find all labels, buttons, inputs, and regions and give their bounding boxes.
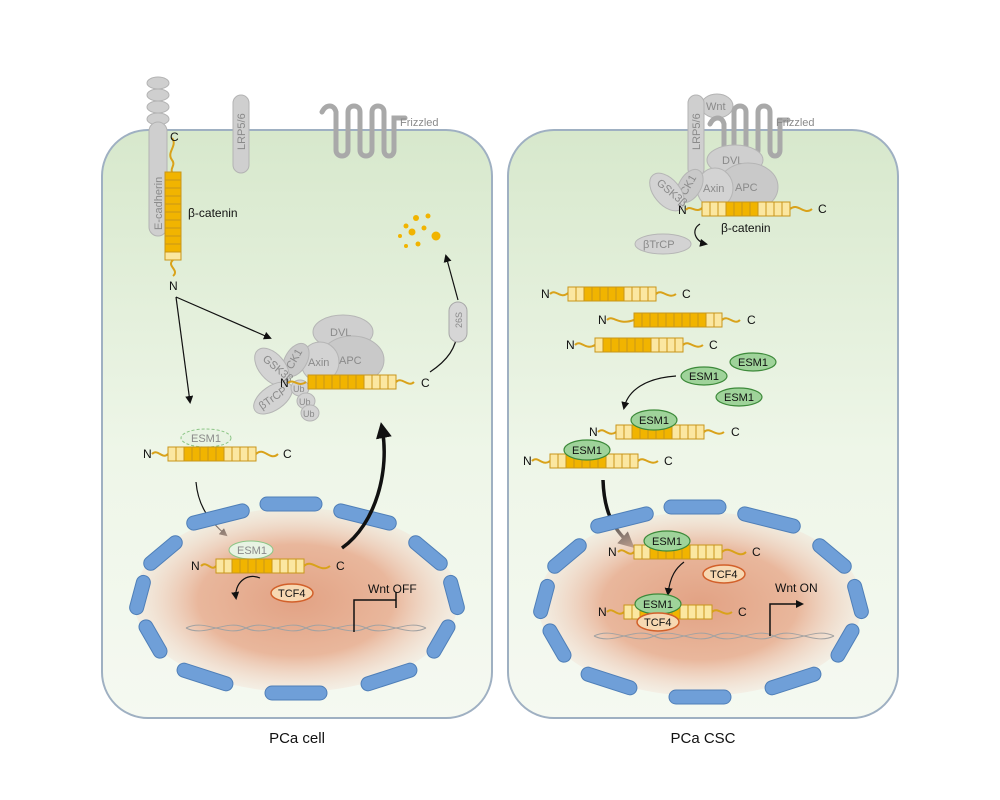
axin-label: Axin [308, 357, 329, 369]
frizzled-receptor: Frizzled [319, 103, 439, 159]
ecadherin-label: E-cadherin [153, 177, 165, 230]
nuc-n-label: N [191, 559, 200, 573]
esm1-beta-catenin-complex-2: N C ESM1 [523, 439, 673, 469]
lrp-label: LRP5/6 [236, 113, 248, 150]
lrp-receptor: LRP5/6 [232, 94, 250, 174]
tx-esm1-label: ESM1 [643, 599, 673, 611]
export-degradation-arrow [340, 422, 392, 550]
wnt-lrp-receptor: Wnt LRP5/6 [687, 93, 734, 178]
proteasome-label: 26S [454, 312, 464, 328]
complex-c-label: C [421, 376, 430, 390]
mem-c-label: C [818, 202, 827, 216]
tx-c-label: C [738, 605, 747, 619]
tx-tcf4-label: TCF4 [644, 617, 672, 629]
free3-c-label: C [709, 338, 718, 352]
esm1-complex-c-label: C [283, 447, 292, 461]
free3-n-label: N [566, 338, 575, 352]
tcf4-label: TCF4 [278, 588, 306, 600]
nucleus-left: ESM1 N C TCF4 [129, 496, 465, 701]
free-beta-catenin-2: N C [598, 312, 756, 328]
free-esm1-pool: ESM1 ESM1 ESM1 [680, 352, 777, 407]
n-terminal-label: N [169, 279, 178, 293]
complex-n-label: N [280, 376, 289, 390]
esm1-free-label-1: ESM1 [738, 357, 768, 369]
free-beta-catenin-3: N C [566, 337, 718, 353]
esm1-ghost-label: ESM1 [191, 433, 221, 445]
arrow-to-complex [175, 296, 272, 340]
esm1-beta-catenin-cytoplasm: ESM1 N C [143, 428, 292, 462]
esm1-binding-arrow [621, 375, 677, 410]
lrp-label: LRP5/6 [691, 113, 703, 150]
arrow-to-esm1-binding [175, 296, 194, 404]
arrow-to-degradation [443, 254, 459, 301]
bc2-esm1-label: ESM1 [572, 445, 602, 457]
beta-catenin-label: β-catenin [188, 206, 238, 220]
free-beta-catenin-1: N C [541, 286, 691, 302]
free2-n-label: N [598, 313, 607, 327]
axin-label: Axin [703, 183, 724, 195]
bc2-n-label: N [523, 454, 532, 468]
tcf4-binding-arrow [664, 561, 685, 596]
promoter-on-arrow [769, 600, 804, 636]
degradation-fragments [398, 213, 441, 248]
nuc-n-label: N [608, 545, 617, 559]
ub-label-3: Ub [303, 409, 315, 419]
bc2-c-label: C [664, 454, 673, 468]
mem-n-label: N [678, 203, 687, 217]
release-arrow [694, 223, 708, 247]
esm1-complex-n-label: N [143, 447, 152, 461]
nuclear-envelope [533, 499, 869, 705]
dna-helix [593, 632, 835, 640]
bc1-n-label: N [589, 425, 598, 439]
nuc-esm1-label: ESM1 [652, 536, 682, 548]
free2-c-label: C [747, 313, 756, 327]
promoter-off-symbol [353, 599, 396, 632]
beta-catenin-label: β-catenin [721, 221, 771, 235]
apc-label: APC [339, 355, 362, 367]
left-caption: PCa cell [269, 730, 325, 747]
wnt-ligand-label: Wnt [706, 101, 726, 113]
dna-helix [185, 624, 427, 632]
c-terminal-label: C [170, 130, 179, 144]
nuclear-envelope [129, 496, 465, 701]
left-cell: E-cadherin LRP5/6 Frizzled C [101, 76, 493, 719]
dissociation-arrow [231, 575, 261, 600]
apc-label: APC [735, 182, 758, 194]
membrane-complex: DVL APC Axin CK1 GSK3β N [634, 144, 827, 255]
bc1-esm1-label: ESM1 [639, 415, 669, 427]
esm1-free-label-3: ESM1 [724, 392, 754, 404]
btrcp-label: βTrCP [643, 239, 675, 251]
esm1-free-label-2: ESM1 [689, 371, 719, 383]
right-cell: Wnt LRP5/6 Frizzled DVL APC Axin CK1 GSK… [507, 93, 899, 719]
free1-c-label: C [682, 287, 691, 301]
nuc-c-label: C [336, 559, 345, 573]
nuc-c-label: C [752, 545, 761, 559]
ecadherin-receptor: E-cadherin [146, 76, 170, 237]
nucleus-right: N C ESM1 TCF4 [533, 499, 869, 705]
ub-label-2: Ub [299, 397, 311, 407]
esm1-beta-catenin-complex-1: N C ESM1 [589, 409, 740, 440]
membrane-beta-catenin: C N β-catenin [164, 130, 238, 293]
bc1-c-label: C [731, 425, 740, 439]
tx-n-label: N [598, 605, 607, 619]
frizzled-label: Frizzled [400, 117, 439, 129]
frizzled-label: Frizzled [776, 117, 815, 129]
wnt-on-label: Wnt ON [775, 581, 818, 595]
right-caption: PCa CSC [670, 730, 735, 747]
destruction-complex: DVL APC Axin CK1 GSK3β βTrCP Ub Ub Ub N [253, 314, 430, 422]
proteasome: 26S [448, 301, 468, 343]
free1-n-label: N [541, 287, 550, 301]
nuc-esm1-label: ESM1 [237, 545, 267, 557]
wnt-off-label: Wnt OFF [368, 582, 417, 596]
tcf4-free-label: TCF4 [710, 569, 738, 581]
ub-label-1: Ub [293, 384, 305, 394]
